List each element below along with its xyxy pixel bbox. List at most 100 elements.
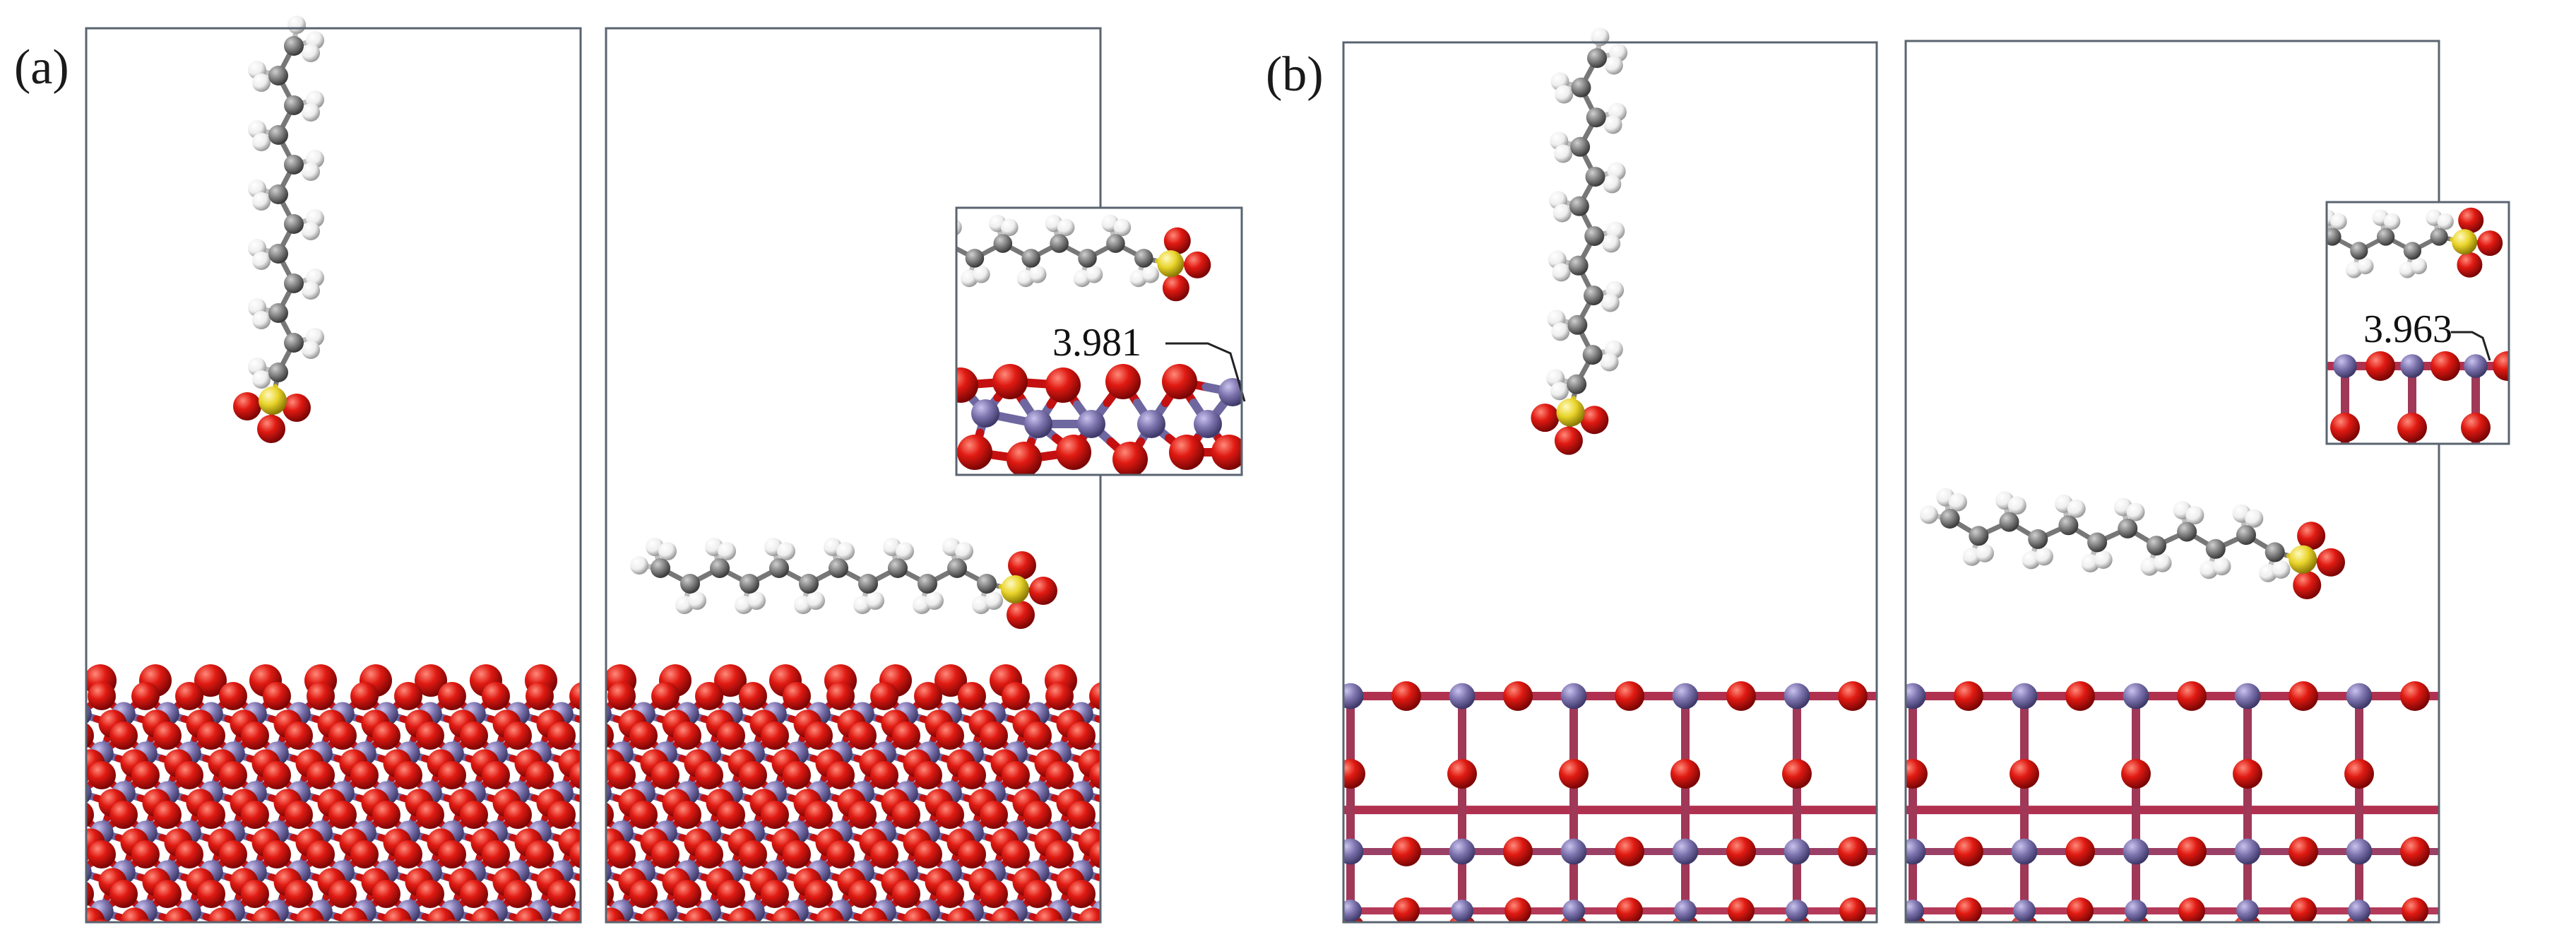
oxygen-atom [1447,759,1477,789]
oxygen-atom [1056,435,1091,470]
oxygen-atom [859,907,888,922]
oxygen-atom [2461,413,2491,442]
bond [589,877,595,882]
bond [529,934,540,942]
oxygen-atom [870,840,898,869]
bond [1115,798,1120,803]
oxygen-atom [1067,801,1096,829]
bond [1060,934,1071,942]
oxygen-atom [606,907,625,922]
bond [1115,736,1126,745]
metal-atom [1026,939,1050,942]
oxygen-atom [651,682,679,710]
oxygen-atom [1163,227,1191,254]
hydrogen-atom [688,591,706,610]
oxygen-atom [934,664,967,697]
bond [961,934,973,942]
hydrogen-atom [836,542,855,560]
oxygen-atom [1067,722,1096,750]
carbon-atom [858,574,878,594]
oxygen-atom [285,880,313,908]
oxygen-atom [2177,837,2207,866]
oxygen-atom [109,880,138,908]
bond [972,934,983,942]
bond [1120,917,1136,922]
bond [1115,894,1126,903]
bond [781,918,790,922]
sulfur-atom [2452,229,2478,255]
panel-b-inset: 3.963 [2325,201,2510,445]
bond [928,934,939,942]
carbon-atom [284,36,304,56]
panel-b-right [1904,40,2440,924]
oxygen-atom [1045,840,1074,869]
metal-atom [1786,900,1808,922]
inset-closeup [956,214,1242,475]
oxygen-atom [892,880,920,908]
metal-atom [971,399,999,428]
metal-atom [1343,838,1364,865]
oxygen-atom [1023,801,1052,829]
bond [135,934,146,942]
hydrogen-atom [2357,257,2374,275]
oxygen-atom [416,880,444,908]
oxygen-atom [903,907,932,922]
hydrogen-atom [302,341,320,359]
bond [540,934,551,942]
bond [606,775,609,787]
bond [580,909,581,914]
oxygen-atom [2344,759,2374,789]
bond [568,918,576,922]
hydrogen-atom [1602,234,1621,253]
hydrogen-atom [2153,553,2172,572]
oxide-slab-cubic [1906,681,2439,922]
oxygen-atom [241,722,269,750]
oxygen-atom [2477,230,2503,257]
bond [1016,934,1027,942]
bond [398,934,409,942]
bond [600,872,605,877]
bond-distance-label: 3.963 [2363,307,2452,351]
oxygen-atom [1089,761,1100,789]
carbon-atom [284,155,304,175]
bond [58,696,69,705]
oxygen-atom [285,801,313,829]
bond [583,934,595,942]
oxygen-atom [936,880,964,908]
bond [737,918,746,922]
bond [386,936,392,942]
panel-a-left [58,16,605,942]
bond [841,934,852,942]
hydrogen-atom [2410,257,2428,275]
oxygen-atom [350,761,379,789]
bond [1125,778,1131,793]
carbon-atom [1568,255,1589,276]
inset-frame [2325,201,2510,445]
oxygen-atom [131,840,160,869]
bond [74,793,80,798]
oxygen-atom [2067,897,2094,922]
oxygen-atom [120,907,149,922]
oxygen-atom [482,840,510,869]
oxygen-atom [1782,759,1812,789]
oxygen-atom [1184,251,1211,278]
oxygen-atom [771,907,800,922]
carbon-atom [2350,242,2368,260]
bond [1136,903,1148,912]
cell-frame [85,27,582,924]
distance-leader-line [1165,342,1246,402]
bond [600,793,605,798]
oxygen-atom [427,907,456,922]
bond [299,936,304,942]
bond [594,872,600,877]
carbon-atom [284,273,304,293]
metal-atom [1137,410,1165,438]
oxygen-atom [219,761,247,789]
oxygen-atom [1554,426,1583,455]
bond [606,854,609,866]
bond [1125,815,1136,824]
oxygen-atom [86,802,94,828]
metal-atom [1113,702,1137,726]
hydrogen-atom [2185,506,2204,525]
bond [310,934,321,942]
